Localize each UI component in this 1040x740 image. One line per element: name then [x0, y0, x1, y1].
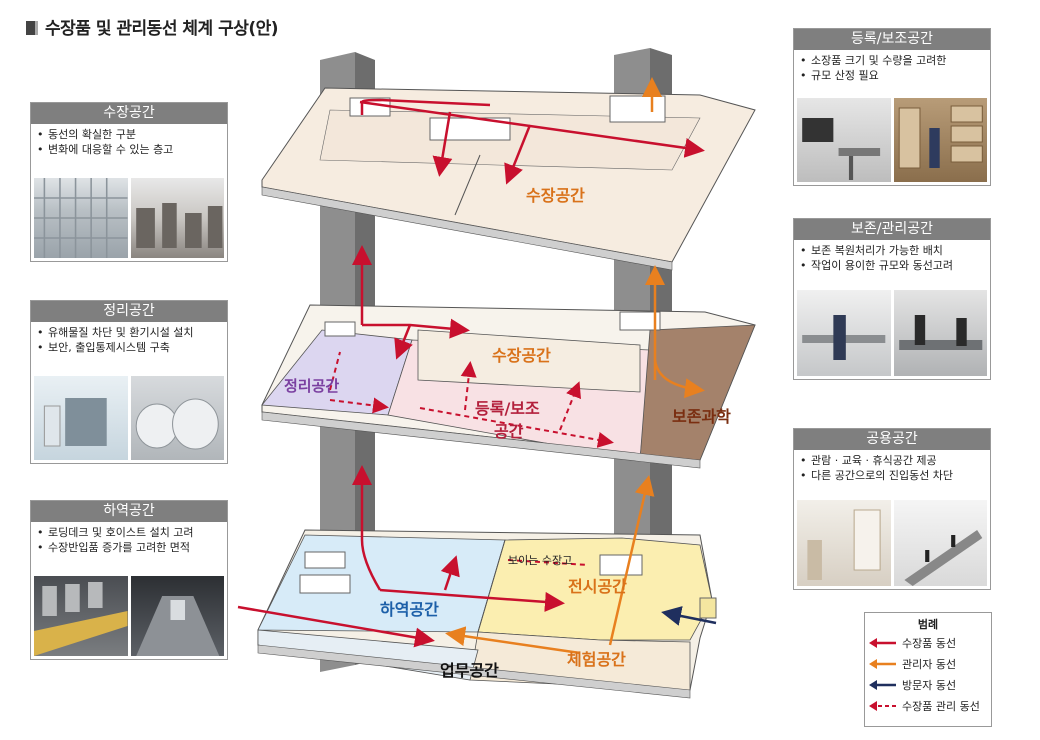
panel-register: 등록/보조공간 소장품 크기 및 수량을 고려한 규모 산정 필요	[793, 28, 991, 186]
page-title: 수장품 및 관리동선 체계 구상(안)	[26, 14, 279, 39]
label-low-experience: 체험공간	[567, 650, 626, 669]
loading-photo-2	[130, 576, 224, 656]
label-mid-register-1: 등록/보조	[475, 399, 540, 418]
register-photo-2	[893, 98, 987, 182]
loading-photo-1	[34, 576, 128, 656]
label-mid-register-2: 공간	[494, 422, 524, 441]
legend-item-management: 수장품 관리 동선	[865, 695, 991, 716]
public-photo-2	[893, 500, 987, 586]
legend-item-storage: 수장품 동선	[865, 632, 991, 653]
legend-item-manager: 관리자 동선	[865, 653, 991, 674]
dashed-red-arrow-icon	[869, 700, 896, 711]
label-low-office: 업무공간	[440, 661, 499, 680]
panel-title: 하역공간	[31, 501, 227, 522]
legend-label: 수장품 관리 동선	[902, 699, 980, 713]
panel-storage: 수장공간 동선의 확실한 구분 변화에 대응할 수 있는 층고	[30, 102, 228, 262]
legend-label: 방문자 동선	[902, 678, 957, 692]
panel-arrange: 정리공간 유해물질 차단 및 환기시설 설치 보안, 출입통제시스템 구축	[30, 300, 228, 464]
panel-item: 작업이 용이한 규모와 동선고려	[800, 258, 984, 273]
legend-item-visitor: 방문자 동선	[865, 674, 991, 695]
legend-label: 수장품 동선	[902, 636, 957, 650]
arrange-photo-2	[130, 376, 224, 460]
panel-title: 정리공간	[31, 301, 227, 322]
panel-conserve: 보존/관리공간 보존 복원처리가 가능한 배치 작업이 용이한 규모와 동선고려	[793, 218, 991, 380]
panel-title: 공용공간	[794, 429, 990, 450]
legend-label: 관리자 동선	[902, 657, 957, 671]
conserve-photo-1	[797, 290, 891, 376]
label-low-loading: 하역공간	[380, 600, 439, 619]
panel-item: 동선의 확실한 구분	[37, 127, 221, 142]
panel-item: 유해물질 차단 및 환기시설 설치	[37, 325, 221, 340]
panel-item: 소장품 크기 및 수량을 고려한	[800, 53, 984, 68]
arrange-photo-1	[34, 376, 128, 460]
panel-item: 보안, 출입통제시스템 구축	[37, 340, 221, 355]
panel-item: 규모 산정 필요	[800, 68, 984, 83]
visitor-flow-arrows	[661, 606, 717, 626]
register-photo-1	[797, 98, 891, 182]
label-low-exhibit: 전시공간	[568, 577, 627, 596]
label-mid-conserve: 보존과학	[672, 407, 731, 426]
panel-loading: 하역공간 로딩데크 및 호이스트 설치 고려 수장반입품 증가를 고려한 면적	[30, 500, 228, 660]
management-flow-arrows	[329, 351, 614, 566]
panel-item: 로딩데크 및 호이스트 설치 고려	[37, 525, 221, 540]
label-mid-arrange: 정리공간	[284, 377, 340, 395]
storage-flow-arrows	[237, 98, 705, 648]
panel-title: 보존/관리공간	[794, 219, 990, 240]
panel-item: 관람 · 교육 · 휴식공간 제공	[800, 453, 984, 468]
panel-item: 변화에 대응할 수 있는 층고	[37, 142, 221, 157]
solid-red-arrow-icon	[869, 637, 896, 648]
legend-title: 범례	[917, 618, 939, 631]
title-bullet-icon	[26, 21, 35, 35]
conserve-photo-2	[893, 290, 987, 376]
panel-title: 등록/보조공간	[794, 29, 990, 50]
panel-item: 다른 공간으로의 진입동선 차단	[800, 468, 984, 483]
solid-orange-arrow-icon	[869, 658, 896, 669]
panel-title: 수장공간	[31, 103, 227, 124]
panel-public: 공용공간 관람 · 교육 · 휴식공간 제공 다른 공간으로의 진입동선 차단	[793, 428, 991, 590]
panel-item: 수장반입품 증가를 고려한 면적	[37, 540, 221, 555]
label-low-visible: 보이는 수장고	[508, 554, 573, 567]
solid-navy-arrow-icon	[869, 679, 896, 690]
label-top-storage: 수장공간	[526, 186, 585, 205]
panel-item: 보존 복원처리가 가능한 배치	[800, 243, 984, 258]
legend: 범례 수장품 동선 관리자 동선 방문자 동선 수장품 관리 동선	[864, 612, 992, 727]
storage-photo-2	[130, 178, 224, 258]
public-photo-1	[797, 500, 891, 586]
lower-floor	[257, 529, 717, 699]
label-mid-storage: 수장공간	[492, 346, 551, 365]
manager-flow-arrows	[445, 77, 705, 655]
storage-photo-1	[34, 178, 128, 258]
